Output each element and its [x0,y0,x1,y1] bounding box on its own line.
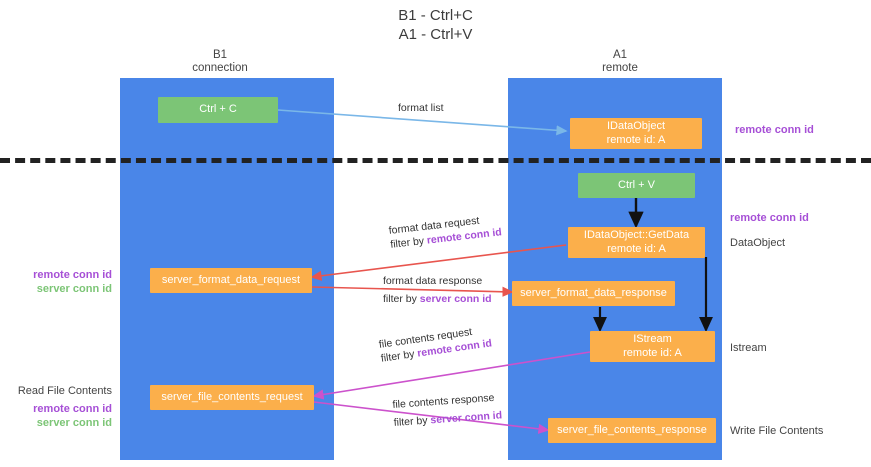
annotation-remote-conn-id-mid: remote conn id [730,211,809,225]
lane-a1-name: A1 [612,49,628,61]
annotation-conn-id-legend-top: remote conn id server conn id [0,268,112,296]
annotation-remote-conn-id-left-2: remote conn id [33,403,112,415]
node-server-file-contents-request-label: server_file_contents_request [161,390,303,403]
filter-prefix: filter by [383,293,420,305]
node-server-format-data-request[interactable]: server_format_data_request [150,268,312,293]
node-getdata-sub: remote id: A [607,242,666,255]
filter-prefix: filter by [393,414,431,429]
filter-key-server-conn-id: server conn id [419,293,492,305]
annotation-write-file-contents-text: Write File Contents [730,425,824,437]
node-istream-label: IStream [633,333,672,345]
node-server-format-data-response[interactable]: server_format_data_response [512,281,675,306]
filter-prefix: filter by [389,234,428,251]
node-idataobject-sub: remote id: A [606,133,666,146]
node-istream-sub: remote id: A [623,346,682,359]
edge-label-format-data-response-text: format data response [383,275,483,287]
lane-header-a1: A1 remote [550,49,690,75]
title-line-1: B1 - Ctrl+C [398,7,473,24]
lane-header-b1: B1 connection [150,49,290,75]
lane-a1-sub: remote [602,62,638,74]
filter-key-server-conn-id: server conn id [430,409,503,427]
node-idataobject[interactable]: IDataObject remote id: A [570,118,702,149]
lane-b1-name: B1 [212,49,228,61]
node-ctrl-c[interactable]: Ctrl + C [158,97,278,123]
node-server-file-contents-response[interactable]: server_file_contents_response [548,418,716,443]
node-ctrl-v-label: Ctrl + V [618,178,655,191]
annotation-dataobject: DataObject [730,236,785,250]
node-ctrl-c-label: Ctrl + C [199,103,237,116]
annotation-server-conn-id-left: server conn id [36,283,112,295]
node-istream[interactable]: IStream remote id: A [590,331,715,362]
edge-label-format-list-text: format list [398,102,444,114]
node-getdata-label: IDataObject::GetData [583,229,690,241]
node-server-file-contents-response-label: server_file_contents_response [557,423,707,436]
annotation-dataobject-text: DataObject [730,237,786,249]
filter-prefix: filter by [380,347,419,365]
annotation-server-conn-id-left-2: server conn id [36,417,112,429]
node-server-file-contents-request[interactable]: server_file_contents_request [150,385,314,410]
edge-label-file-contents-request: file contents request filter by remote c… [378,322,493,365]
annotation-remote-conn-id-mid-text: remote conn id [730,212,809,224]
annotation-remote-conn-id-top: remote conn id [735,123,814,137]
node-getdata[interactable]: IDataObject::GetData remote id: A [568,227,705,258]
node-ctrl-v[interactable]: Ctrl + V [578,173,695,198]
edge-label-format-list: format list [398,101,444,115]
lane-b1-sub: connection [192,62,248,74]
edge-label-format-data-response: format data response filter by server co… [383,274,492,306]
diagram-title: B1 - Ctrl+C A1 - Ctrl+V [0,6,871,44]
node-idataobject-label: IDataObject [606,120,666,132]
edge-label-file-contents-response: file contents response filter by server … [392,390,503,429]
annotation-read-file-contents-text: Read File Contents [17,385,112,397]
annotation-remote-conn-id-left: remote conn id [33,269,112,281]
section-divider [0,158,871,163]
edge-label-format-data-request: format data request filter by remote con… [388,211,502,252]
node-server-format-data-response-label: server_format_data_response [520,286,667,299]
annotation-write-file-contents: Write File Contents [730,424,823,438]
annotation-istream: Istream [730,341,767,355]
edge-label-file-contents-response-filter: filter by server conn id [393,408,502,430]
edge-label-format-data-response-filter: filter by server conn id [383,292,492,306]
title-line-2: A1 - Ctrl+V [398,26,473,43]
node-server-format-data-request-label: server_format_data_request [161,273,301,286]
annotation-read-file-contents: Read File Contents [0,384,112,398]
annotation-remote-conn-id-top-text: remote conn id [735,124,814,136]
annotation-conn-id-legend-bottom: remote conn id server conn id [0,402,112,430]
annotation-istream-text: Istream [730,342,767,354]
